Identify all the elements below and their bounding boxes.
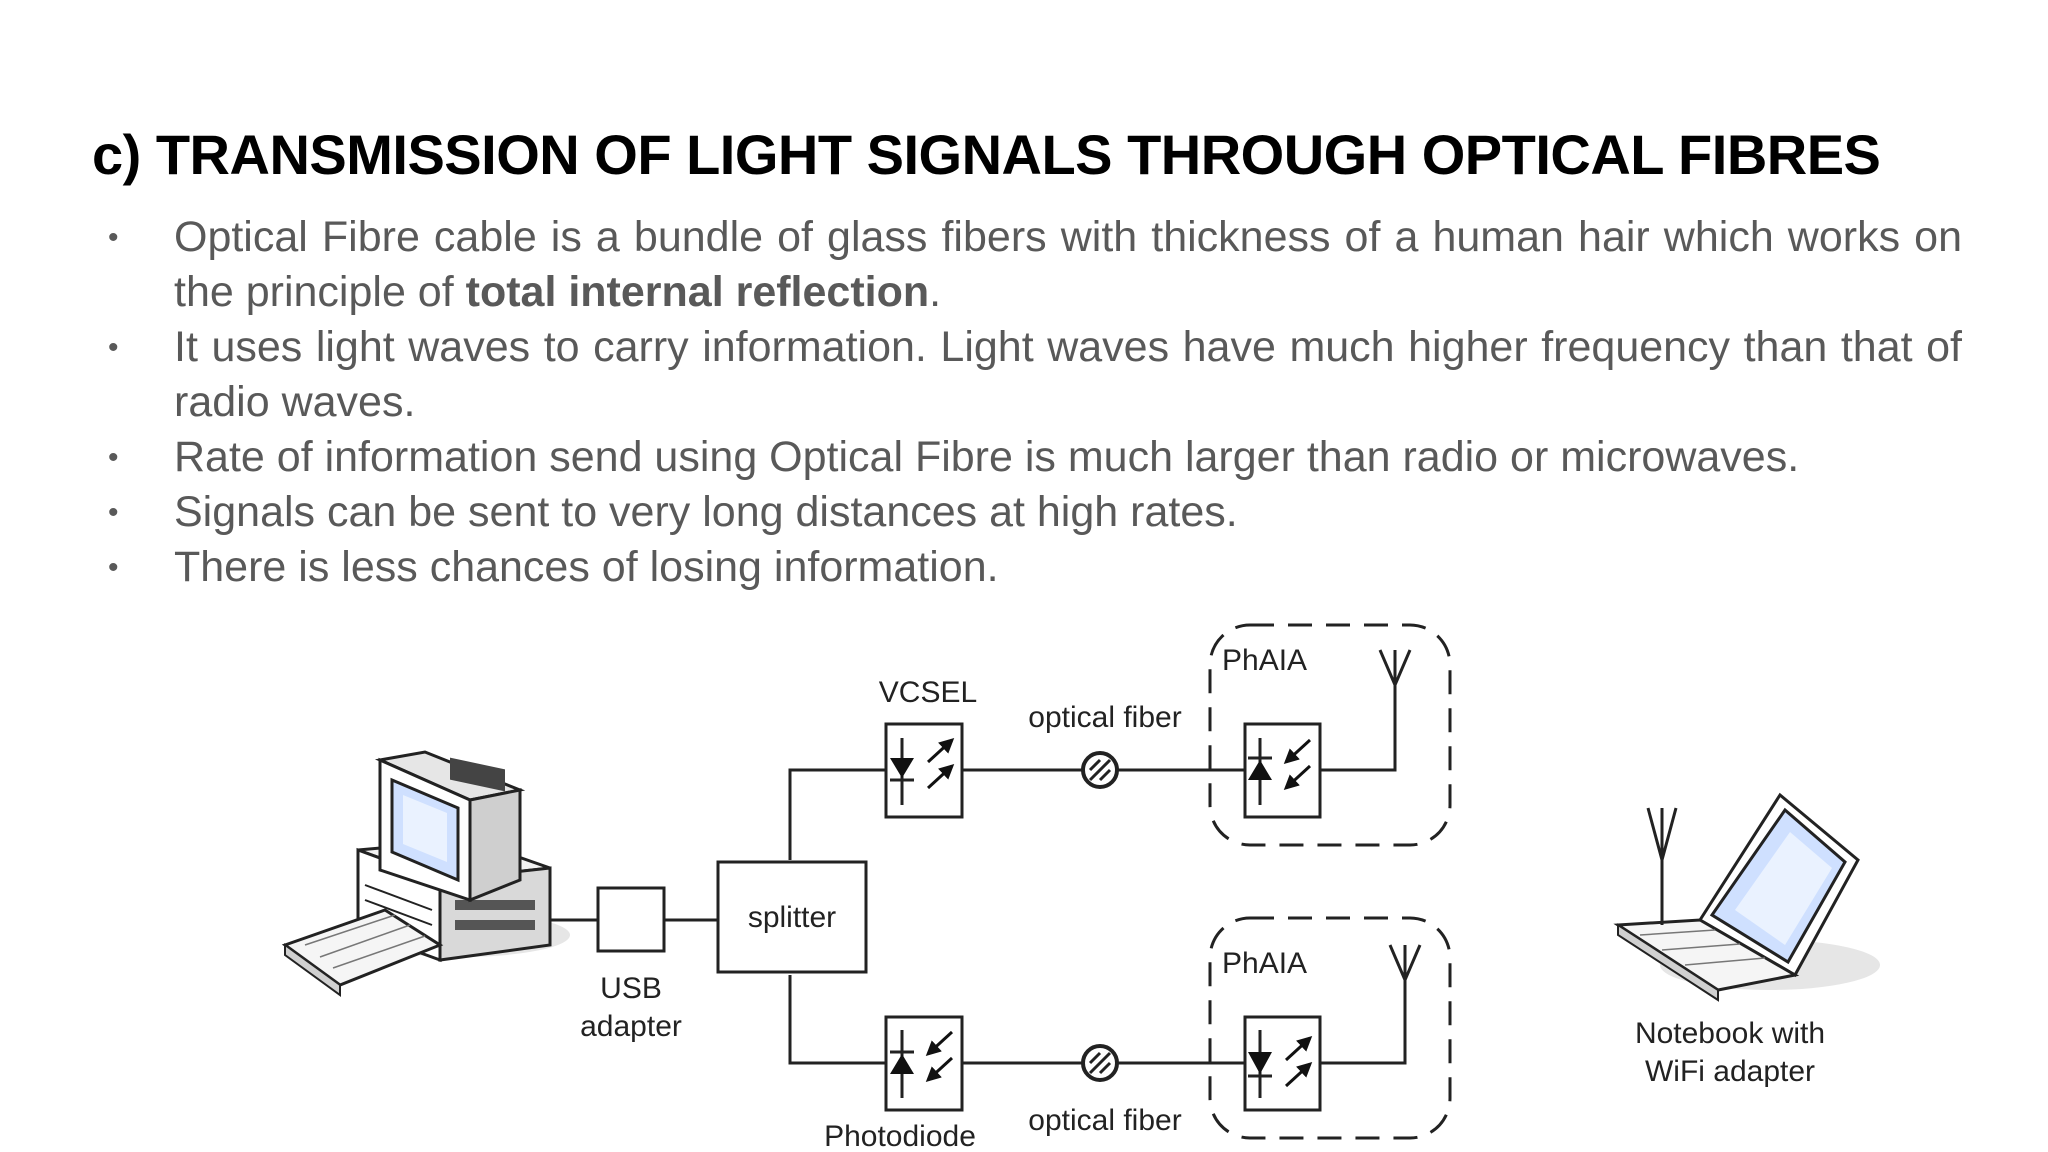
fiber-connector-icon <box>1081 751 1119 789</box>
notebook-computer-icon <box>1613 792 1880 1002</box>
phaia-diode-icon <box>1243 1015 1322 1112</box>
photodiode-label: Photodiode <box>824 1120 976 1152</box>
phaia-label-top: PhAIA <box>1222 644 1307 677</box>
photodiode-icon <box>884 1015 964 1112</box>
slide-title: c) TRANSMISSION OF LIGHT SIGNALS THROUGH… <box>92 123 1881 186</box>
bullet-item: • Optical Fibre cable is a bundle of gla… <box>104 210 1962 320</box>
optical-fiber-label-bottom: optical fiber <box>1028 1104 1181 1137</box>
bullet-dot: • <box>108 221 119 254</box>
bullet-dot: • <box>108 551 119 584</box>
optical-fiber-label-top: optical fiber <box>1028 701 1181 734</box>
usb-adapter-label: adapter <box>580 1010 682 1043</box>
bullet-text: Rate of information send using Optical F… <box>174 433 1800 481</box>
bullet-text: It uses light waves to carry information… <box>174 323 1962 426</box>
phaia-diode-icon <box>1243 722 1322 819</box>
bullet-list: • Optical Fibre cable is a bundle of gla… <box>104 210 1962 595</box>
phaia-enclosure-bottom <box>1208 916 1452 1140</box>
bullet-item: • It uses light waves to carry informati… <box>104 320 1962 430</box>
bullet-item: • Signals can be sent to very long dista… <box>104 485 1962 540</box>
bullet-bold-text: total internal reflection <box>465 268 930 316</box>
fiber-connector-icon <box>1081 1044 1119 1082</box>
usb-adapter-label: USB <box>600 972 662 1005</box>
desktop-computer-icon <box>281 750 570 997</box>
splitter-label: splitter <box>748 901 836 934</box>
phaia-enclosure-top <box>1208 623 1452 847</box>
notebook-label: WiFi adapter <box>1645 1055 1815 1088</box>
bullet-tail: . <box>929 268 942 316</box>
vcsel-label: VCSEL <box>879 676 977 709</box>
bullet-dot: • <box>108 441 119 474</box>
bullet-dot: • <box>108 331 119 364</box>
bullet-text: There is less chances of losing informat… <box>174 543 999 591</box>
antenna-icon <box>1378 649 1412 689</box>
bullet-text: Optical Fibre cable is a bundle of glass… <box>174 213 1962 316</box>
vcsel-diode-icon <box>884 722 964 819</box>
bullet-item: • There is less chances of losing inform… <box>104 540 1962 595</box>
phaia-label-bottom: PhAIA <box>1222 947 1307 980</box>
bullet-item: • Rate of information send using Optical… <box>104 430 1962 485</box>
bullet-text: Signals can be sent to very long distanc… <box>174 488 1238 536</box>
splitter-box <box>716 860 868 974</box>
bullet-dot: • <box>108 496 119 529</box>
notebook-label: Notebook with <box>1635 1017 1825 1050</box>
diagram-wires <box>550 650 1407 1065</box>
antenna-icon <box>1388 944 1422 984</box>
usb-adapter-box <box>596 886 666 953</box>
fiber-link-diagram: USB adapter splitter VCSEL optical fiber… <box>281 623 1880 1152</box>
